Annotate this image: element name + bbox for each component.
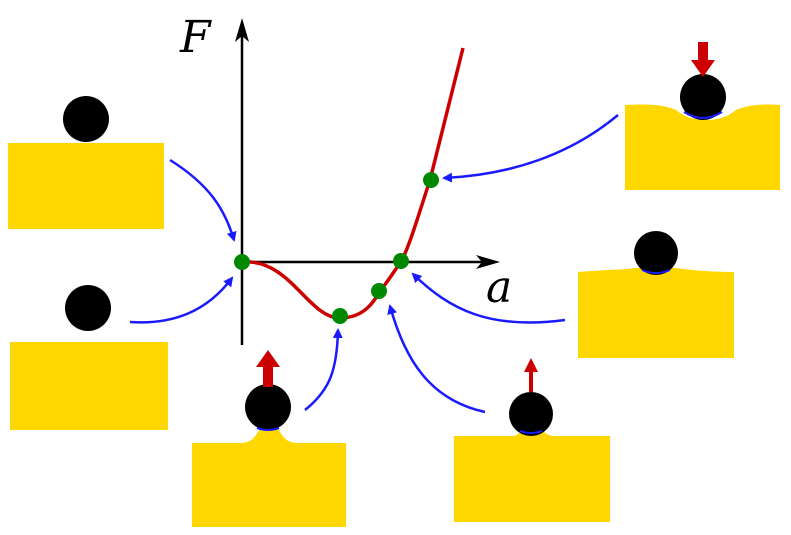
point-repulsive [423, 172, 439, 188]
panel-left [10, 285, 168, 430]
arrow-top-left [169, 158, 237, 242]
sphere [680, 74, 726, 120]
arrow-bottom-left [304, 328, 343, 411]
contact-line [256, 427, 280, 431]
contact-line [519, 430, 543, 434]
pointer-arrows [129, 114, 619, 414]
sphere [63, 96, 109, 142]
y-axis-arrowhead [235, 18, 249, 42]
substrate-flat [8, 143, 164, 229]
arrow-bottom-right [387, 304, 486, 414]
arrow-right [411, 272, 566, 324]
arrow-left [129, 276, 234, 324]
point-origin [234, 254, 250, 270]
panel-bottom-left [192, 350, 346, 527]
panel-right [578, 231, 734, 358]
substrate-neck [192, 428, 346, 527]
substrate-contact [578, 268, 734, 358]
substrate-indented [625, 104, 780, 190]
sphere [634, 231, 678, 275]
panel-bottom-right [454, 358, 610, 522]
substrate-small-neck [454, 430, 610, 522]
force-curve [241, 47, 465, 320]
point-zero-crossing [393, 253, 409, 269]
contact-line [683, 111, 723, 119]
sphere [65, 285, 111, 331]
arrow-top-right [442, 114, 619, 183]
point-inflection [371, 283, 387, 299]
contact-line [641, 269, 671, 274]
axes: F a [179, 12, 512, 345]
force-arrow-down [691, 42, 715, 77]
substrate-flat [10, 342, 168, 430]
point-minimum [332, 308, 348, 324]
x-axis-arrowhead [476, 255, 500, 269]
force-arrow-up-large [256, 350, 280, 387]
curve-points [234, 172, 439, 324]
sphere [509, 392, 553, 436]
y-axis-label: F [179, 12, 212, 63]
panel-top-right [625, 42, 780, 190]
panel-top-left [8, 96, 164, 229]
sphere [245, 384, 291, 430]
x-axis-label: a [486, 262, 512, 313]
force-arrow-up-small [524, 358, 538, 392]
